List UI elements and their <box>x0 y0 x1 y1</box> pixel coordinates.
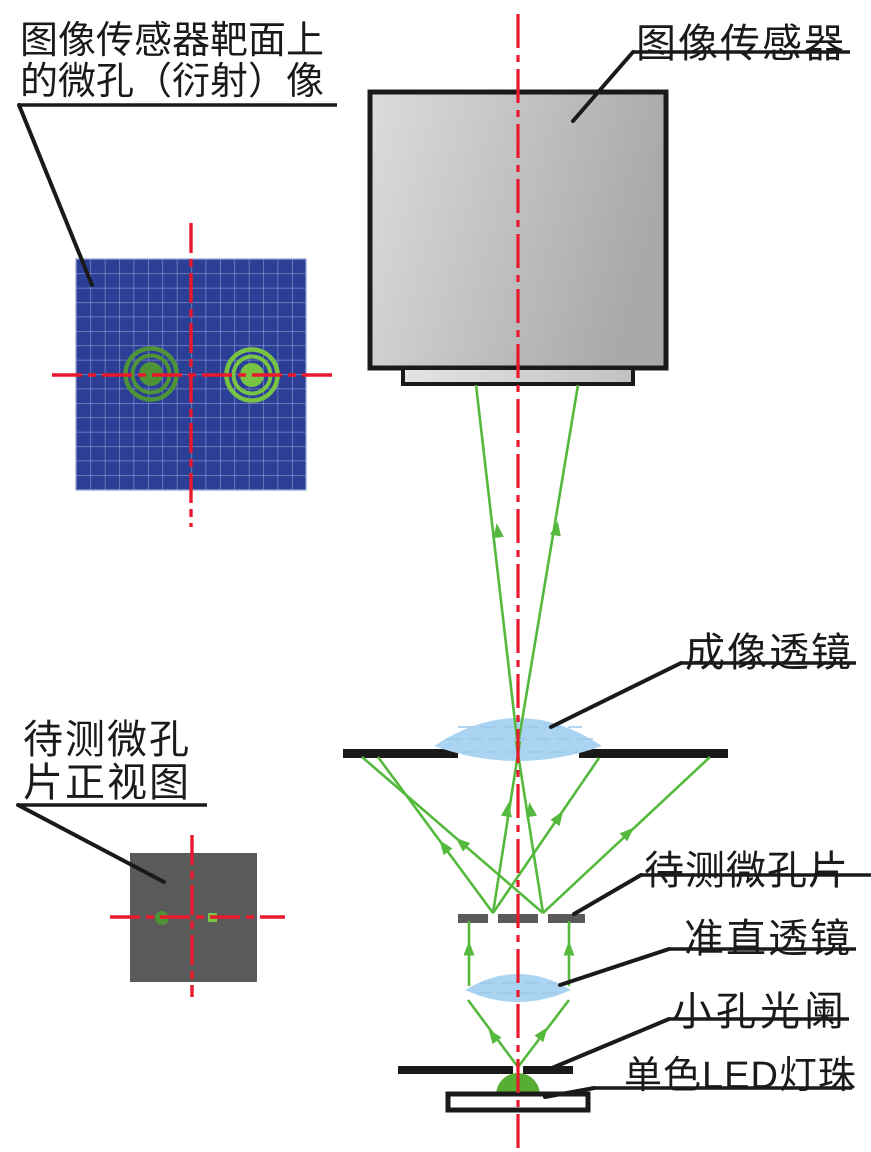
leader-diffraction-image <box>17 103 94 287</box>
ray-arrow <box>463 941 475 956</box>
leader-front-view <box>16 803 166 884</box>
label-line: 待测微孔片 <box>644 849 849 893</box>
lens-mount-left <box>343 749 458 758</box>
label-line: 的微孔（衍射）像 <box>20 61 325 103</box>
label-front-view: 待测微孔 片正视图 <box>23 719 191 805</box>
imaging-lens-assembly <box>343 718 728 761</box>
lens-mount-right <box>579 749 728 758</box>
ray-lefthole-upright <box>491 757 601 914</box>
ray-lefthole-upleft <box>376 756 495 914</box>
ray-lens-to-sensor-right <box>517 384 580 740</box>
light-rays <box>361 384 711 1068</box>
ray-arrow <box>563 941 575 956</box>
pinhole-aperture-group <box>398 1066 573 1074</box>
label-line: 片正视图 <box>23 761 191 805</box>
label-line: 图像传感器靶面上 <box>20 20 325 62</box>
plate-bar <box>458 914 585 923</box>
label-microhole-plate: 待测微孔片 <box>644 838 849 896</box>
label-diffraction-image: 图像传感器靶面上 的微孔（衍射）像 <box>20 21 324 103</box>
label-led: 单色LED灯珠 <box>624 1044 857 1099</box>
label-pinhole-aperture: 小孔光阑 <box>672 979 848 1037</box>
leader-collimating-lens <box>558 947 671 987</box>
ray-arrow <box>501 801 515 818</box>
label-collimating-lens: 准直透镜 <box>684 906 852 964</box>
label-image-sensor: 图像传感器 <box>636 11 846 69</box>
leader-lines <box>16 50 871 1099</box>
leader-led <box>543 1086 596 1099</box>
label-line: 小孔光阑 <box>672 990 848 1034</box>
label-imaging-lens: 成像透镜 <box>685 620 853 678</box>
collimating-lens-streaks <box>476 982 560 994</box>
ray-lens-to-sensor-left <box>474 384 519 740</box>
aperture-bar-right <box>523 1066 573 1074</box>
center-lines <box>52 14 520 1150</box>
leader-pinhole-aperture <box>550 1017 671 1070</box>
ray-arrow <box>549 520 564 537</box>
leader-imaging-lens <box>549 661 683 729</box>
ray-righthole-axial <box>514 740 545 914</box>
label-line: 待测微孔 <box>23 718 191 762</box>
aperture-bar-left <box>398 1066 513 1074</box>
label-line: 图像传感器 <box>636 22 846 66</box>
collimating-lens <box>465 974 571 1002</box>
leader-microhole-plate <box>572 873 643 916</box>
label-line: 单色LED灯珠 <box>624 1055 857 1097</box>
label-line: 成像透镜 <box>685 631 853 675</box>
ray-righthole-upleft <box>361 756 544 914</box>
ray-lefthole-axial <box>491 740 522 914</box>
led-source <box>445 1073 591 1113</box>
collimating-lens-group <box>465 974 571 1002</box>
diffraction-center-dot <box>139 362 163 386</box>
label-line: 准直透镜 <box>684 917 852 961</box>
leader-image-sensor <box>571 50 635 123</box>
microhole-plate <box>458 914 585 923</box>
plate-hole-right <box>538 914 548 923</box>
plate-hole-left <box>488 914 498 923</box>
